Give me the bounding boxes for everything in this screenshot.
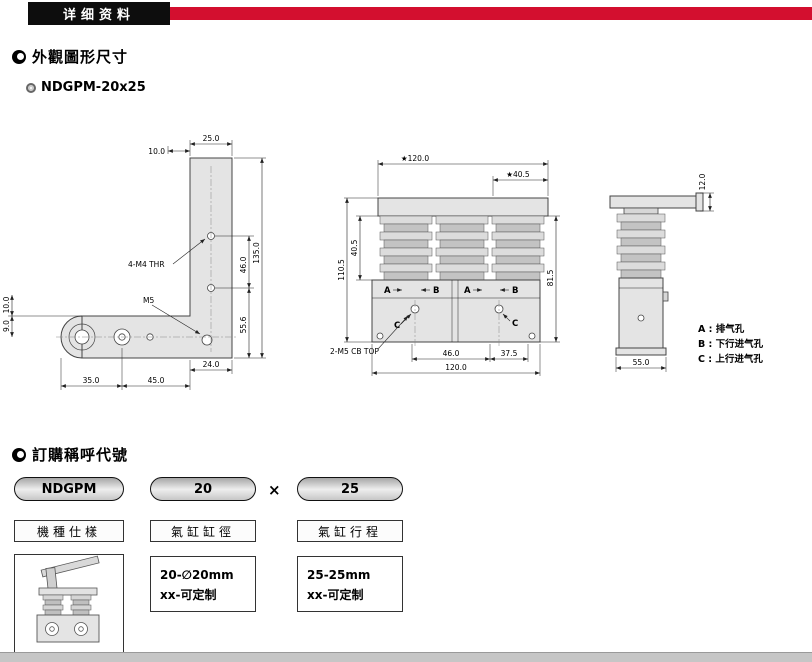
code-label-bore: 氣缸缸徑 [150,520,256,542]
legend-port-a: A : 排气孔 [698,323,745,335]
stroke-option-2: xx-可定制 [307,588,364,603]
dim-left-lower: 9.0 [2,320,11,332]
dim-bottom-mid: 46.0 [443,349,460,358]
model-bullet-icon [26,82,36,93]
port-b-label: B [512,286,518,296]
top-view: A B A B C C ★120.0 ★40.5 40.5 [330,154,560,376]
product-thumbnail-drawing [36,555,100,643]
section-bullet-icon [12,49,26,64]
section-bullet-icon [12,447,26,462]
bellows-side [616,213,666,279]
note-m5-thread: M5 [143,296,154,305]
code-pill-model: NDGPM [14,477,124,501]
legend-port-c: C : 上行进气孔 [698,353,763,365]
dim-bottom-right: 37.5 [501,349,518,358]
dim-top-width: 25.0 [203,134,220,143]
port-a-label: A [384,286,391,296]
dim-bottom-left: 35.0 [83,376,100,385]
dim-overall-width-star: ★120.0 [401,154,429,163]
side-view: 12.0 55.0 [609,173,714,372]
section-heading-dimensions: 外觀圖形尺寸 [12,46,128,67]
dim-bellows-height: 40.5 [350,239,359,256]
stroke-option-1: 25-25mm [307,568,371,582]
bellows-2 [435,215,489,281]
code-pill-stroke: 25 [297,477,403,501]
port-b-label: B [433,286,439,296]
section-title: 訂購稱呼代號 [32,446,129,464]
bore-option-2: xx-可定制 [160,588,217,603]
product-thumbnail [14,554,124,654]
bellows-3 [491,215,545,281]
note-2m5-thread: 2-M5 CB TOP [330,347,379,356]
bellows-1 [379,215,433,281]
dim-right-star: ★40.5 [506,170,530,179]
code-label-stroke: 氣缸行程 [297,520,403,542]
port-c-label: C [512,319,518,329]
port-legend: A : 排气孔 B : 下行进气孔 C : 上行进气孔 [698,323,764,365]
dim-bottom-right: 45.0 [148,376,165,385]
dim-base-width: 55.0 [633,358,650,367]
legend-port-b: B : 下行进气孔 [698,338,764,350]
dim-left-upper: 10.0 [2,296,11,313]
code-label-model: 機種仕樣 [14,520,124,542]
stroke-options-box: 25-25mm xx-可定制 [297,556,403,612]
multiply-sign: × [268,481,281,499]
dim-cap-height: 12.0 [698,173,707,190]
footer-bar [0,652,812,662]
dim-overall-height: 110.5 [337,259,346,281]
section-title: 外觀圖形尺寸 [32,48,129,66]
note-4m4-thread: 4-M4 THR [128,260,165,269]
dim-top-offset: 10.0 [148,147,165,156]
header-red-bar [28,7,812,20]
page-title: 详细资料 [28,2,170,25]
section-heading-ordering: 訂購稱呼代號 [12,444,128,465]
port-c-label: C [394,321,400,331]
model-name: NDGPM-20x25 [41,80,146,95]
technical-drawings: 25.0 10.0 4-M4 THR M5 46.0 55.6 135.0 10… [2,134,764,390]
dim-bottom-overall: 120.0 [445,363,467,372]
code-pill-bore: 20 [150,477,256,501]
dim-overall-height: 135.0 [252,242,261,264]
port-a-label: A [464,286,471,296]
dim-lower-height: 55.6 [239,316,248,333]
dim-arm-width: 24.0 [203,360,220,369]
model-heading: NDGPM-20x25 [26,80,146,95]
bore-option-1: 20-∅20mm [160,568,234,582]
bore-options-box: 20-∅20mm xx-可定制 [150,556,256,612]
front-view: 25.0 10.0 4-M4 THR M5 46.0 55.6 135.0 10… [2,134,266,390]
dim-hole-spacing: 46.0 [239,256,248,273]
dim-right-height: 81.5 [546,269,555,286]
